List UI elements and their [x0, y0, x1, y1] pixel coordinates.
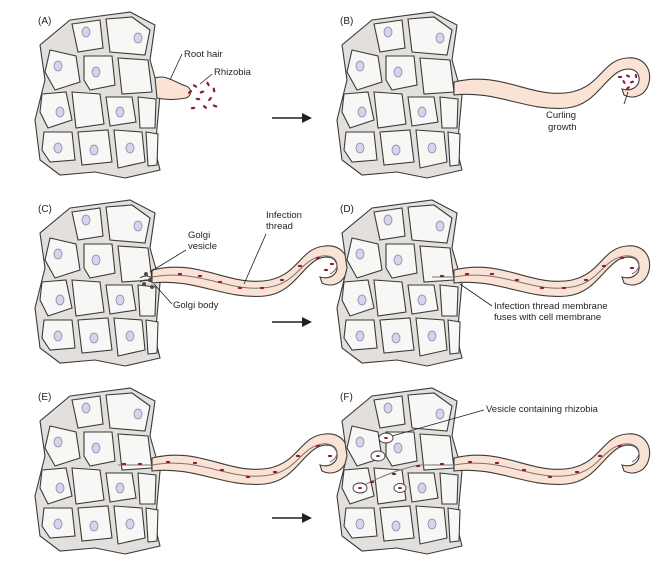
- rhizobia-in-thread: [369, 444, 623, 484]
- panel-label: (E): [38, 392, 51, 403]
- panel-label: (A): [38, 16, 51, 27]
- golgi-vesicle-label-1: Golgi: [188, 230, 210, 241]
- rhizobia-in-thread: [177, 256, 335, 290]
- rhizobia-cluster: [188, 81, 218, 110]
- golgi-body-label: Golgi body: [173, 300, 219, 311]
- panel-f: (F): [336, 387, 651, 555]
- rhizobia-vesicles: [352, 432, 407, 494]
- panel-d: (D) Infection thread membrane fuses with…: [336, 199, 651, 367]
- rhizobia-cluster: [617, 73, 638, 90]
- rhizobia-in-thread: [121, 444, 333, 479]
- right-arrow-icon: [272, 317, 312, 327]
- vesicle-containing-rhizobia-label: Vesicle containing rhizobia: [486, 404, 599, 415]
- panel-label: (C): [38, 204, 52, 215]
- panel-c: (C): [34, 199, 349, 367]
- right-arrow-icon: [272, 513, 312, 523]
- fuses-with-cell-membrane-label: fuses with cell membrane: [494, 312, 601, 323]
- panel-a: (A) Root hair Rhizobia: [34, 11, 252, 179]
- panel-b: (B) Curling growth: [336, 11, 651, 179]
- panel-label: (F): [340, 392, 353, 403]
- panel-label: (B): [340, 16, 353, 27]
- infection-thread-membrane-label: Infection thread membrane: [494, 301, 608, 312]
- root-hair-label: Root hair: [184, 49, 223, 60]
- panel-label: (D): [340, 204, 354, 215]
- golgi-vesicles: [139, 272, 154, 289]
- infection-label: Infection: [266, 210, 302, 221]
- thread-label: thread: [266, 221, 293, 232]
- curling-label: Curling: [546, 110, 576, 121]
- panel-e: (E): [34, 387, 349, 555]
- golgi-vesicle-label-2: vesicle: [188, 241, 217, 252]
- rhizobia-label: Rhizobia: [214, 67, 252, 78]
- rhizobia-in-thread: [439, 256, 635, 290]
- growth-label: growth: [548, 122, 577, 133]
- right-arrow-icon: [272, 113, 312, 123]
